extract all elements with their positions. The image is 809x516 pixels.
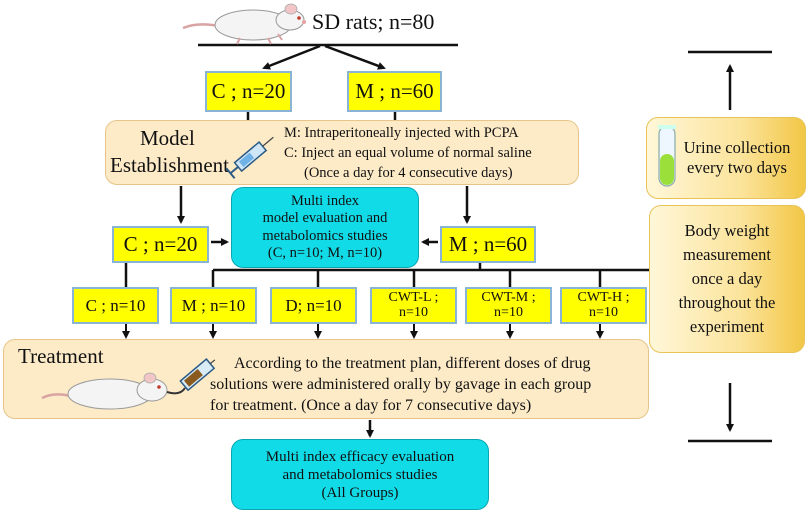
syringe-icon: [225, 136, 274, 179]
treatment-title: Treatment: [18, 344, 104, 368]
group-m-n60-mid: M ; n=60: [440, 226, 536, 263]
rat-icon: [182, 3, 306, 45]
group-m-n60-top: M ; n=60: [347, 71, 442, 112]
urine-collection-box: Urine collection every two days: [646, 117, 806, 199]
rat-gavage-icon: [41, 358, 216, 410]
root-label: SD rats; n=80: [312, 9, 435, 34]
group-cwt-h-n10: CWT-H ; n=10: [560, 287, 647, 324]
model-title-line1: Model: [140, 126, 195, 150]
multi-model-line3: metabolomics studies: [262, 227, 388, 244]
group-m-n10: M ; n=10: [170, 287, 257, 324]
efficacy-line3: (All Groups): [321, 484, 399, 501]
group-c-n20-top: C ; n=20: [205, 71, 292, 112]
treatment-box: Treatment According to the treatment pla…: [3, 339, 649, 419]
efficacy-line2: and metabolomics studies: [282, 466, 438, 483]
multi-model-line4: (C, n=10; M, n=10): [267, 244, 383, 261]
urine-line2: every two days: [687, 158, 787, 177]
group-c-n20-mid: C ; n=20: [112, 226, 209, 263]
treatment-text-line2: solutions were administered orally by ga…: [210, 376, 592, 393]
test-tube-icon: [658, 125, 676, 187]
arrow-root-to-m60: [324, 44, 386, 70]
model-text-line3: (Once a day for 4 consecutive days): [304, 165, 513, 181]
urine-line1: Urine collection: [683, 138, 791, 158]
weight-line1: Body weight: [684, 221, 770, 241]
treatment-text-line3: for treatment. (Once a day for 7 consecu…: [210, 397, 532, 414]
model-title-line2: Establishment: [110, 153, 229, 177]
model-establishment-box: Model Establishment M: Intraperitoneally…: [105, 120, 579, 185]
group-cwt-l-n10: CWT-L ; n=10: [370, 287, 457, 324]
efficacy-line1: Multi index efficacy evaluation: [265, 448, 455, 465]
group-d-n10: D; n=10: [270, 287, 357, 324]
multi-index-model-box: Multi index model evaluation and metabol…: [231, 187, 419, 268]
group-cwt-m-n10: CWT-M ; n=10: [465, 287, 552, 324]
multi-model-line1: Multi index: [290, 192, 360, 209]
model-text-line2: C: Inject an equal volume of normal sali…: [284, 145, 532, 161]
weight-line2: measurement: [683, 245, 771, 265]
weight-line5: experiment: [689, 316, 765, 336]
arrow-root-to-c20: [262, 44, 321, 70]
group-c-n10: C ; n=10: [72, 287, 159, 324]
weight-line4: throughout the: [678, 292, 776, 312]
weight-line3: once a day: [691, 269, 763, 289]
multi-index-efficacy-box: Multi index efficacy evaluation and meta…: [231, 439, 489, 510]
multi-model-line2: model evaluation and: [262, 210, 388, 227]
body-weight-box: Body weight measurement once a day throu…: [649, 205, 805, 353]
model-text-line1: M: Intraperitoneally injected with PCPA: [284, 125, 519, 141]
treatment-text-line1: According to the treatment plan, differe…: [234, 355, 591, 372]
